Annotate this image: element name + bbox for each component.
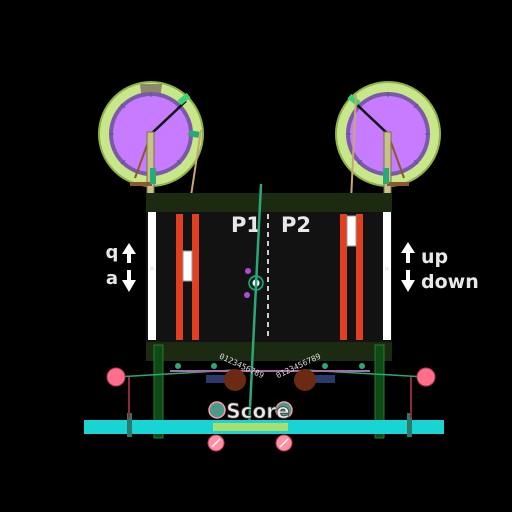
left-wall (148, 212, 156, 340)
right-dial (335, 81, 441, 223)
right-controls: up down (401, 242, 479, 293)
p1-down-key: a (106, 268, 118, 289)
player1-label: P1 (231, 213, 261, 237)
p2-down-label: down (421, 271, 479, 293)
right-lane (340, 214, 347, 340)
p1-up-key: q (106, 242, 119, 263)
court: × × P1 P2 (146, 183, 392, 429)
left-lane (176, 214, 183, 340)
svg-text:×: × (385, 264, 390, 273)
p2-up-label: up (421, 246, 448, 268)
up-arrow-icon (122, 243, 136, 263)
right-knob[interactable] (416, 367, 436, 387)
score-label: Score (226, 399, 289, 423)
left-controls: q a (106, 242, 136, 292)
up-arrow-icon (401, 242, 415, 263)
player2-label: P2 (281, 213, 311, 237)
left-dial (98, 81, 204, 223)
down-arrow-icon (122, 270, 136, 292)
right-wall (383, 212, 391, 340)
svg-text:×: × (150, 264, 155, 273)
net-rod (247, 183, 263, 429)
down-arrow-icon (401, 270, 415, 292)
left-knob[interactable] (106, 367, 126, 387)
player1-paddle[interactable] (182, 250, 193, 282)
player2-paddle[interactable] (346, 215, 357, 247)
